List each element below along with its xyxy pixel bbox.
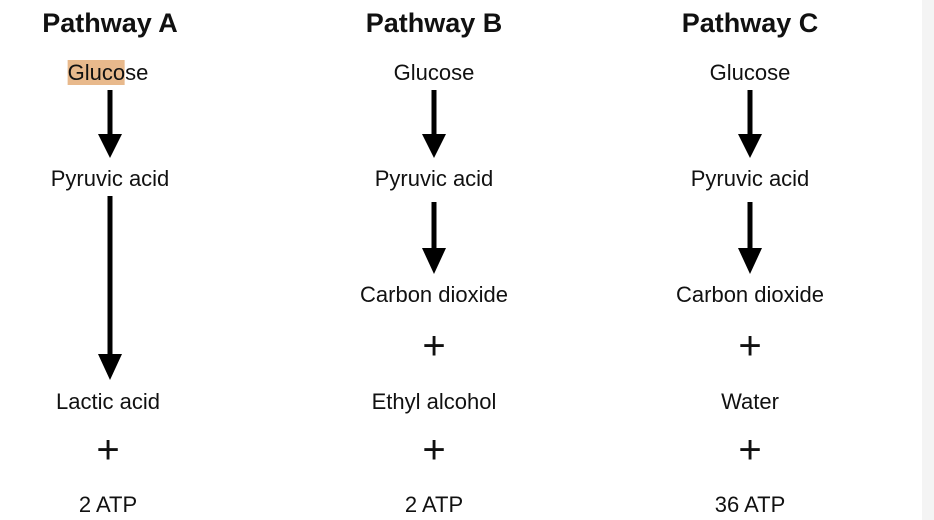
pathway-b-atp: 2 ATP xyxy=(404,492,464,517)
pathway-a-pyruvic-acid: Pyruvic acid xyxy=(50,166,170,191)
page-edge-shading xyxy=(922,0,934,520)
pathway-b-plus-1: + xyxy=(422,324,446,368)
pathway-c-title: Pathway C xyxy=(681,8,819,38)
pathway-c-carbon-dioxide: Carbon dioxide xyxy=(676,282,824,307)
pathway-c-plus-1: + xyxy=(738,324,762,368)
pathway-b-glucose: Glucose xyxy=(393,60,475,85)
pathway-b-ethyl-alcohol: Ethyl alcohol xyxy=(371,389,497,414)
pathway-c-glucose: Glucose xyxy=(709,60,791,85)
highlighted-text: Gluco xyxy=(67,60,126,85)
pathway-c-water: Water xyxy=(721,389,779,414)
pathway-b-title: Pathway B xyxy=(365,8,503,38)
pathway-c-plus-2: + xyxy=(738,428,762,472)
arrow-down-icon xyxy=(98,196,122,380)
arrow-down-icon xyxy=(738,90,762,158)
pathway-a-glucose: Glucose xyxy=(67,60,149,86)
arrow-down-icon xyxy=(98,90,122,158)
arrow-down-icon xyxy=(422,202,446,274)
pathway-a-plus: + xyxy=(96,428,120,472)
pathway-a-lactic-acid: Lactic acid xyxy=(56,389,160,414)
pathway-b-carbon-dioxide: Carbon dioxide xyxy=(360,282,508,307)
pathway-a-atp: 2 ATP xyxy=(78,492,138,517)
pathway-a-title: Pathway A xyxy=(42,8,178,38)
pathway-c-atp: 36 ATP xyxy=(714,492,786,517)
arrow-down-icon xyxy=(422,90,446,158)
pathway-b-plus-2: + xyxy=(422,428,446,472)
arrow-down-icon xyxy=(738,202,762,274)
pathway-c-pyruvic-acid: Pyruvic acid xyxy=(690,166,810,191)
glucose-rest-text: se xyxy=(125,60,149,85)
pathway-b-pyruvic-acid: Pyruvic acid xyxy=(374,166,494,191)
